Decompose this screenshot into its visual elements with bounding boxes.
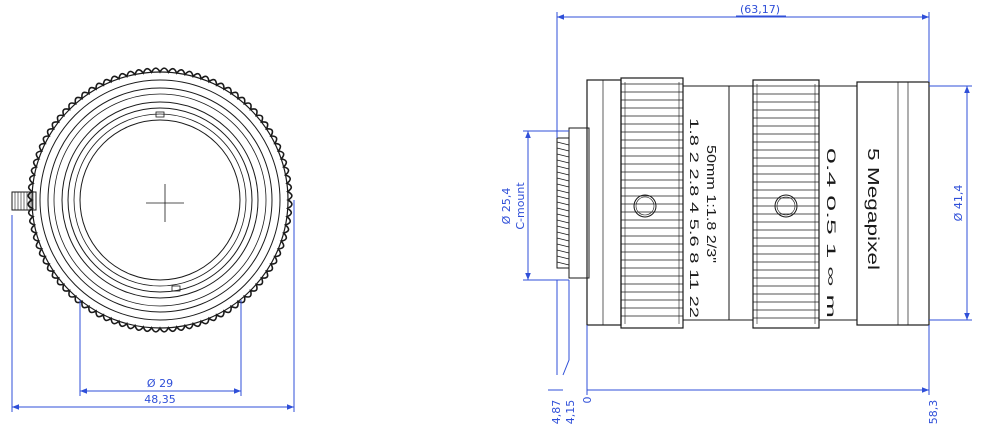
dim-mount-diameter-label: Ø 25,4 xyxy=(500,188,513,225)
c-mount-thread xyxy=(556,127,590,279)
dim-inner-diameter-label: Ø 29 xyxy=(147,377,173,390)
dim-mount-diameter: Ø 25,4 C-mount xyxy=(500,130,569,281)
front-view: Ø 29 48,35 xyxy=(11,67,295,412)
lens-megapixel-label: 5 Megapixel xyxy=(864,148,881,270)
dim-outer-diameter: 48,35 xyxy=(11,200,295,412)
middle-body xyxy=(728,85,754,321)
dim-body-length-end-label: 58,3 xyxy=(927,400,940,425)
focus-lock-screw xyxy=(11,191,37,211)
dim-outer-diameter-label: 48,35 xyxy=(144,393,176,406)
dim-datum-line: 4,87 4,15 0 58,3 xyxy=(548,280,940,424)
dim-mount-name-label: C-mount xyxy=(514,182,527,230)
lens-focal-label: 50mm 1:1.8 2/3" xyxy=(704,145,719,263)
dim-offset-zero-label: 0 xyxy=(581,397,594,404)
dim-offset-b-label: 4,15 xyxy=(564,400,577,425)
front-body xyxy=(856,81,930,326)
side-view: 1.8 2 2.8 4 5.6 8 11 22 50mm 1:1.8 2/3" … xyxy=(500,3,972,424)
focus-ring xyxy=(752,79,820,329)
dim-body-diameter-label: Ø 41,4 xyxy=(952,185,965,222)
dim-overall-length: (63,17) xyxy=(556,3,930,138)
lens-aperture-scale: 1.8 2 2.8 4 5.6 8 11 22 xyxy=(687,118,701,319)
rear-body xyxy=(586,79,622,326)
dim-overall-length-label: (63,17) xyxy=(740,3,780,16)
dim-offset-a-label: 4,87 xyxy=(550,400,563,425)
center-mark xyxy=(146,184,184,222)
dim-body-diameter: Ø 41,4 xyxy=(929,85,972,321)
dim-inner-diameter: Ø 29 xyxy=(79,300,242,396)
aperture-ring xyxy=(620,77,684,329)
lens-distance-scale: 0.4 0.5 1 ∞ m xyxy=(824,148,838,318)
